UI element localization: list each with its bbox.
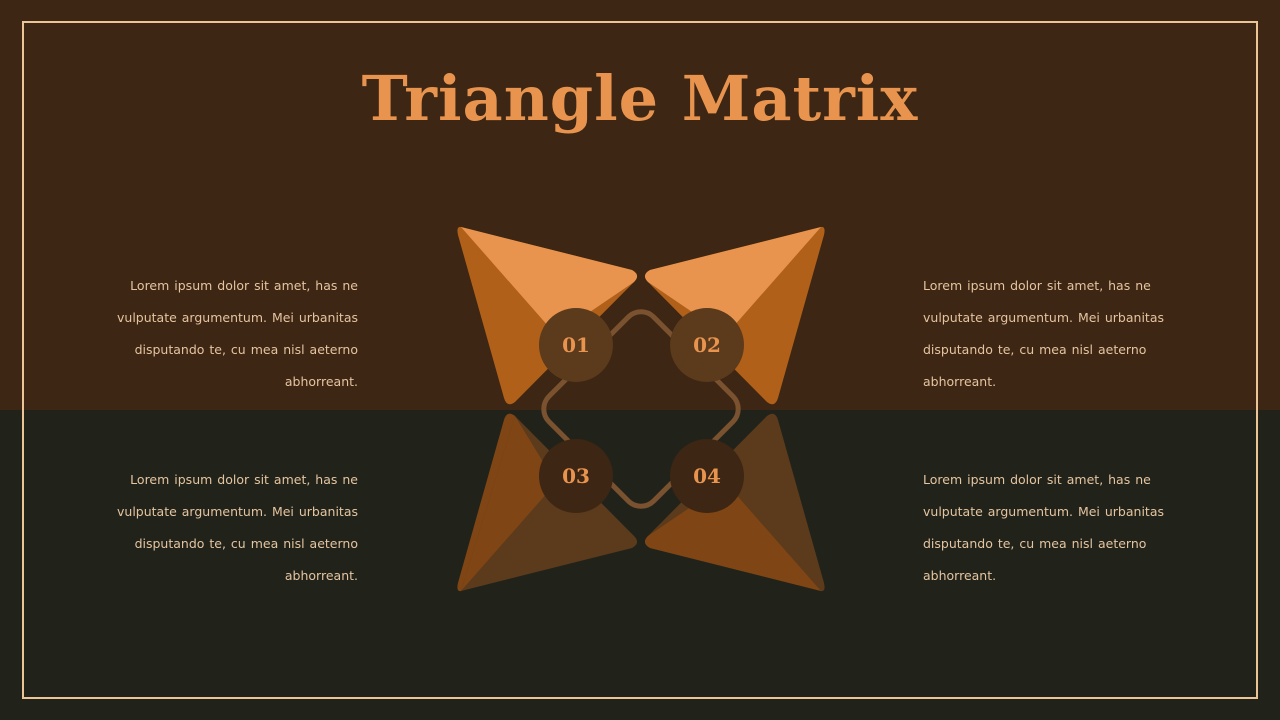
- slide-frame-border: [22, 21, 1258, 699]
- badge-04: 04: [670, 439, 744, 513]
- triangle-03: [457, 413, 638, 592]
- triangle-02: [644, 226, 825, 405]
- quadrant-02-text: Lorem ipsum dolor sit amet, has ne vulpu…: [923, 278, 1164, 389]
- background-top-band: [0, 0, 1280, 410]
- quadrant-04-text: Lorem ipsum dolor sit amet, has ne vulpu…: [923, 472, 1164, 583]
- triangle-01: [457, 226, 638, 405]
- badge-03-label: 03: [562, 464, 590, 488]
- badge-02-label: 02: [693, 333, 721, 357]
- quadrant-01-text: Lorem ipsum dolor sit amet, has ne vulpu…: [117, 278, 358, 389]
- background-bottom-band: [0, 410, 1280, 720]
- badge-01: 01: [539, 308, 613, 382]
- badge-02: 02: [670, 308, 744, 382]
- slide-title: Triangle Matrix: [361, 62, 919, 135]
- badge-04-label: 04: [693, 464, 721, 488]
- badge-01-label: 01: [562, 333, 590, 357]
- quadrant-03-text: Lorem ipsum dolor sit amet, has ne vulpu…: [117, 472, 358, 583]
- badge-03: 03: [539, 439, 613, 513]
- triangle-04: [644, 413, 825, 592]
